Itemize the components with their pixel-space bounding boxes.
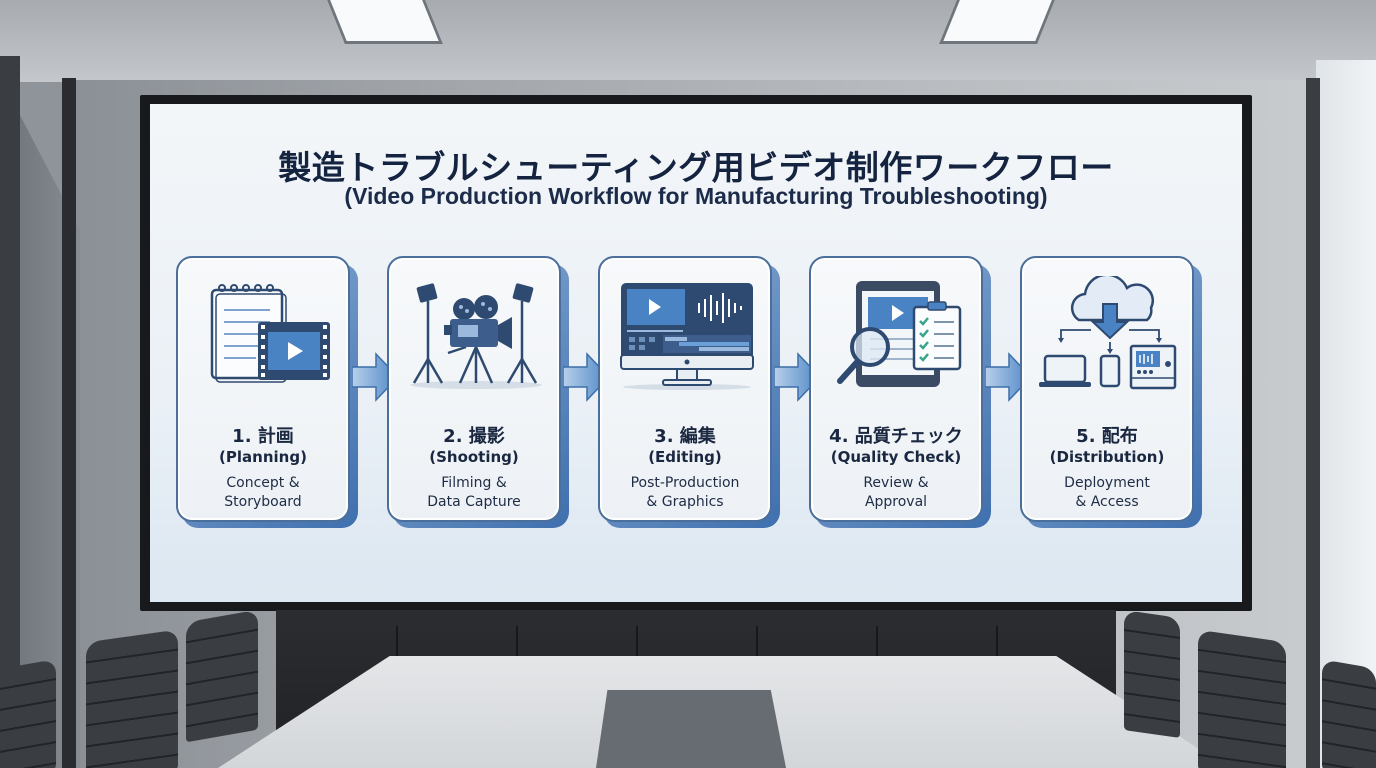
desc-line: Concept & xyxy=(226,475,300,491)
tablet-magnifier-checklist-icon xyxy=(823,276,973,394)
step-title: 4. 品質チェック xyxy=(829,426,963,447)
desc-line: Review & xyxy=(863,475,929,491)
editing-monitor-icon xyxy=(612,276,762,394)
desc-line: Storyboard xyxy=(224,494,302,510)
step-subtitle: (Planning) xyxy=(219,448,307,466)
step-subtitle: (Shooting) xyxy=(429,448,519,466)
step-title: 1. 計画 xyxy=(232,426,294,447)
step-title: 2. 撮影 xyxy=(443,426,505,447)
office-chair xyxy=(1322,659,1376,768)
step-card-distribution: 5. 配布 (Distribution) Deployment & Access xyxy=(1020,256,1194,522)
desc-line: & Access xyxy=(1075,494,1139,510)
film-camera-with-lights-icon xyxy=(401,276,551,394)
step-card-shooting: 2. 撮影 (Shooting) Filming & Data Capture xyxy=(387,256,561,522)
office-chair xyxy=(86,629,178,768)
desc-line: & Graphics xyxy=(646,494,724,510)
step-card-quality-check: 4. 品質チェック (Quality Check) Review & Appro… xyxy=(809,256,983,522)
slide-title-japanese: 製造トラブルシューティング用ビデオ制作ワークフロー xyxy=(278,148,1114,187)
desc-line: Post-Production xyxy=(630,475,740,491)
step-description: Deployment & Access xyxy=(1022,474,1192,512)
step-card-editing: 3. 編集 (Editing) Post-Production & Graphi… xyxy=(598,256,772,522)
step-description: Filming & Data Capture xyxy=(389,474,559,512)
desc-line: Filming & xyxy=(441,475,507,491)
workflow-steps: 1. 計画 (Planning) Concept & Storyboard xyxy=(176,256,1216,528)
step-subtitle: (Quality Check) xyxy=(830,448,962,466)
step-description: Concept & Storyboard xyxy=(178,474,348,512)
notebook-and-video-film-icon xyxy=(190,276,340,394)
wall-corner-frame-left xyxy=(62,78,76,768)
table-inlay xyxy=(596,690,786,768)
ceiling xyxy=(0,0,1376,82)
step-description: Review & Approval xyxy=(811,474,981,512)
cloud-download-devices-icon xyxy=(1034,276,1184,394)
office-chair xyxy=(0,659,56,768)
step-title: 3. 編集 xyxy=(654,426,716,447)
step-subtitle: (Editing) xyxy=(648,448,722,466)
slide-title-english: (Video Production Workflow for Manufactu… xyxy=(344,183,1048,209)
ceiling-light xyxy=(327,0,443,44)
office-chair xyxy=(1198,629,1286,768)
office-chair xyxy=(1124,610,1180,738)
step-card-planning: 1. 計画 (Planning) Concept & Storyboard xyxy=(176,256,350,522)
step-subtitle: (Distribution) xyxy=(1049,448,1165,466)
display-screen: 製造トラブルシューティング用ビデオ制作ワークフロー (Video Product… xyxy=(150,104,1242,602)
desc-line: Deployment xyxy=(1064,475,1150,491)
window xyxy=(1316,60,1376,768)
step-description: Post-Production & Graphics xyxy=(600,474,770,512)
desc-line: Data Capture xyxy=(427,494,521,510)
wall-corner-frame-right xyxy=(1306,78,1320,768)
step-title: 5. 配布 xyxy=(1076,426,1138,447)
office-chair xyxy=(186,609,258,743)
desc-line: Approval xyxy=(864,494,928,510)
glass-door-frame xyxy=(0,56,20,696)
ceiling-light xyxy=(939,0,1055,44)
